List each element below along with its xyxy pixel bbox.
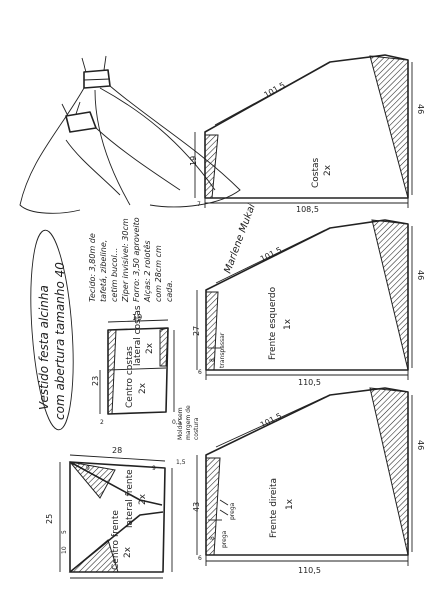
title-block: Vestido festa alcinha com abertura taman… [30, 229, 74, 431]
dress-sketch-back [61, 101, 181, 196]
note-1: Tecido: 3,80m de [88, 233, 97, 302]
piece-lateral-centro-frente: 28 1,5 9 9 25 10 5 lateral frente 2x Cen… [45, 446, 186, 579]
costas-right-height: 46 [416, 104, 424, 114]
seam-note-2: margem de [185, 405, 192, 440]
piece-frente-direita: 101,5 46 110,5 43 8 6 prega prega Frente… [192, 387, 424, 575]
frente-dir-left-height: 43 [192, 502, 201, 512]
frente-dir-small-2: 6 [198, 555, 202, 562]
centro-frente-left: 25 [45, 514, 54, 524]
lateral-costas-top: 19 [132, 313, 142, 322]
seam-note: Molde sem margem de costura [177, 405, 200, 440]
costas-qty: 2x [323, 164, 333, 176]
frente-esq-left-height: 27 [192, 326, 201, 336]
piece-frente-esquerdo: 101,5 46 110,5 27 8 6 transpassar Frente… [192, 219, 424, 387]
frente-esq-diagonal-length: 101,5 [259, 245, 283, 263]
lateral-frente-d1: 9 [86, 465, 90, 472]
note-2: tafetá, zibeline, [99, 240, 108, 302]
frente-dir-right-height: 46 [416, 440, 424, 450]
lateral-frente-qty: 2x [138, 493, 148, 505]
signature: Marlene Mukai [222, 202, 257, 275]
frente-dir-note-1: prega [221, 530, 228, 548]
centro-frente-name: Centro frente [111, 510, 121, 570]
frente-dir-name: Frente direita [269, 478, 279, 538]
costas-left-height: 19 [189, 156, 198, 166]
frente-esq-small-2: 6 [198, 369, 202, 376]
costas-name: Costas [311, 157, 321, 188]
piece-costas: 101,5 46 108,5 19 7 Costas 2x [189, 54, 424, 214]
piece-lateral-centro-costas: 19 23 2 0,5 lateral costas 2x Centro cos… [91, 305, 182, 426]
frente-esq-note: transpassar [219, 332, 226, 368]
lateral-frente-right: 1,5 [176, 459, 186, 466]
note-7: com 28cm cm [154, 245, 163, 302]
frente-esq-small-1: 8 [209, 358, 216, 362]
frente-esq-right-height: 46 [416, 270, 424, 280]
frente-dir-small-1: 8 [209, 536, 216, 540]
costas-bottom-width: 108,5 [296, 205, 319, 214]
frente-dir-qty: 1x [285, 498, 295, 510]
frente-esq-name: Frente esquerdo [268, 286, 278, 360]
lateral-costas-small-2: 0,5 [172, 419, 182, 426]
lateral-frente-top: 28 [112, 446, 122, 455]
lateral-costas-side: 23 [91, 376, 100, 386]
seam-note-1: Molde sem [177, 407, 184, 440]
frente-dir-diagonal-length: 101,5 [259, 411, 283, 429]
costas-small-dim: 7 [197, 201, 201, 208]
seam-note-3: costura [193, 417, 200, 440]
centro-frente-small-1: 10 [61, 546, 68, 554]
frente-dir-note-2: prega [229, 502, 236, 520]
frente-dir-bottom-width: 110,5 [298, 566, 321, 575]
lateral-frente-name: lateral frente [125, 469, 135, 528]
signature-text: Marlene Mukai [222, 202, 257, 275]
frente-esq-bottom-width: 110,5 [298, 378, 321, 387]
dress-sketch-front [19, 55, 241, 214]
title-line-2: com abertura tamanho 40 [53, 262, 67, 420]
lateral-costas-small-1: 2 [100, 419, 104, 426]
centro-frente-qty: 2x [123, 546, 133, 558]
centro-costas-qty: 2x [138, 382, 148, 394]
costas-diagonal-length: 101,5 [263, 80, 287, 99]
note-6: Alças: 2 rolotês [142, 240, 152, 303]
title-line-1: Vestido festa alcinha [37, 285, 51, 410]
lateral-frente-d2: 9 [152, 465, 156, 472]
lateral-costas-name: lateral costas [133, 305, 143, 366]
note-8: cada. [165, 280, 174, 302]
note-4: Ziper invisível: 30cm [121, 218, 130, 303]
frente-esq-qty: 1x [283, 318, 293, 330]
centro-costas-name: Centro costas [125, 346, 135, 408]
note-3: cetim bucol... [110, 248, 119, 302]
centro-frente-small-2: 5 [61, 530, 68, 534]
notes-block: Tecido: 3,80m de tafetá, zibeline, cetim… [88, 217, 174, 303]
note-5: Forro: 3,50 aproveito [132, 217, 141, 302]
lateral-costas-qty: 2x [145, 342, 155, 354]
